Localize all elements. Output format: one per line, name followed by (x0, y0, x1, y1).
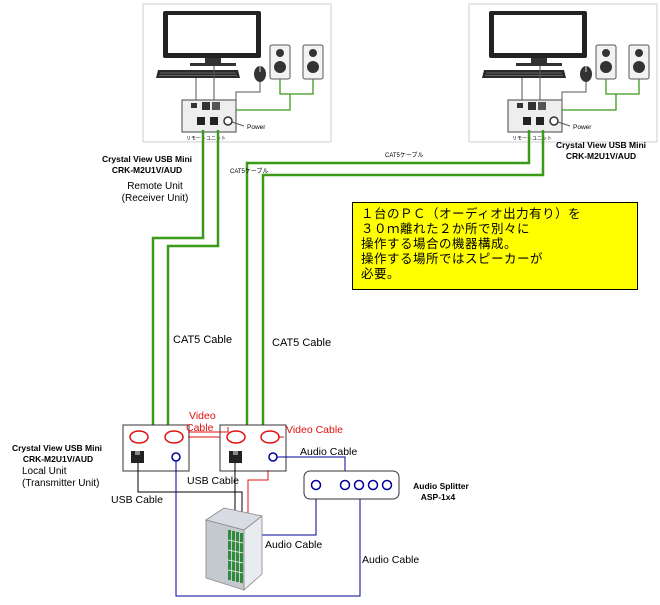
video-cable-label-2: Video Cable (286, 424, 343, 436)
speaker-icon (595, 44, 617, 80)
remote-unit-right-name: Crystal View USB Mini (556, 140, 646, 150)
remote-unit-right-model: CRK-M2U1V/AUD (566, 151, 636, 161)
remote-unit-device (181, 99, 237, 133)
left-workstation (156, 11, 324, 133)
local-unit-device-1 (122, 424, 190, 472)
mouse-icon (580, 66, 592, 82)
monitor-icon (163, 11, 261, 66)
splitter-name: Audio Splitter (413, 481, 469, 491)
note-line: 操作する場合の機器構成。 (361, 236, 518, 251)
remote-unit-model: CRK-M2U1V/AUD (112, 165, 182, 175)
mouse-icon (254, 66, 266, 82)
remote-unit-role-sub: (Receiver Unit) (122, 193, 189, 204)
keyboard-icon (156, 70, 240, 78)
note-line: 必要。 (361, 266, 401, 281)
local-unit-role-sub: (Transmitter Unit) (22, 478, 99, 489)
usb-cable (137, 463, 243, 516)
remote-unit-label: リモートユニット (512, 136, 552, 142)
local-unit-model: CRK-M2U1V/AUD (23, 454, 93, 464)
speaker-icon (302, 44, 324, 80)
note-line: ３０ｍ離れた２か所で別々に (361, 221, 531, 236)
audio-splitter-device (303, 470, 400, 500)
local-unit-role: Local Unit (22, 466, 67, 477)
cat-label-left: CAT5ケーブル (230, 167, 269, 175)
cat5-cable-label-right: CAT5 Cable (272, 337, 331, 349)
cat5-cable-right (245, 130, 545, 430)
cat5-cable-left (151, 130, 220, 430)
cat5-cable-label-left: CAT5 Cable (173, 334, 232, 346)
remote-unit-label: リモートユニット (186, 136, 226, 142)
note-line: １台のＰＣ（オーディオ出力有り）を (361, 206, 582, 221)
speaker-icon (269, 44, 291, 80)
usb-cable-label-mid: USB Cable (187, 475, 239, 487)
remote-unit-name: Crystal View USB Mini (102, 154, 192, 164)
audio-cable-label-top: Audio Cable (300, 446, 357, 458)
configuration-note: １台のＰＣ（オーディオ出力有り）を ３０ｍ離れた２か所で別々に 操作する場合の機… (352, 202, 638, 290)
monitor-icon (489, 11, 587, 66)
remote-unit-role: Remote Unit (127, 181, 183, 192)
local-unit-name: Crystal View USB Mini (12, 443, 102, 453)
cat-label-right: CAT5ケーブル (385, 151, 424, 159)
speaker-icon (628, 44, 650, 80)
power-label: Power (573, 124, 592, 131)
local-unit-device-2 (219, 424, 287, 472)
pc-tower-icon (205, 507, 263, 591)
audio-cable-label-mid: Audio Cable (265, 539, 322, 551)
remote-unit-device (507, 99, 563, 133)
video-cable-label-1b: Cable (186, 422, 214, 434)
note-line: 操作する場所ではスピーカーが (361, 251, 544, 266)
usb-cable-label-left: USB Cable (111, 494, 163, 506)
right-workstation (482, 11, 650, 133)
audio-cable-label-bottom: Audio Cable (362, 554, 419, 566)
splitter-model: ASP-1x4 (421, 492, 456, 502)
video-cable (188, 427, 284, 520)
keyboard-icon (482, 70, 566, 78)
power-label: Power (247, 124, 266, 131)
video-cable-label-1a: Video (189, 410, 216, 422)
